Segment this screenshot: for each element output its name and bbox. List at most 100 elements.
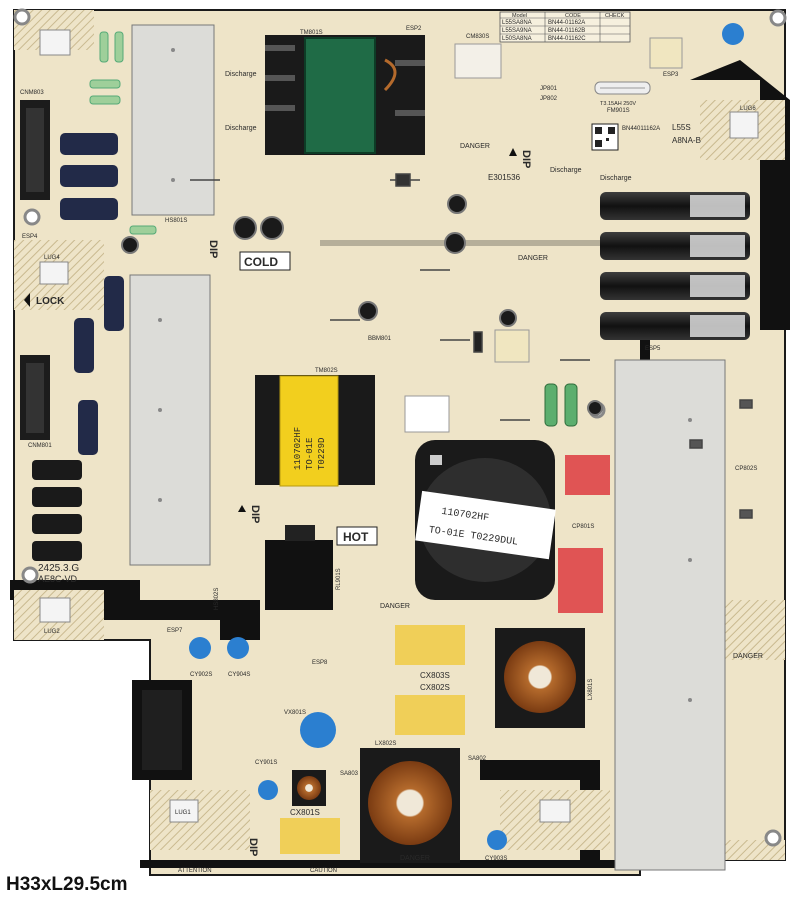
choke-small: [292, 770, 326, 806]
svg-text:ATTENTION: ATTENTION: [178, 868, 212, 874]
danger-labels: DANGER DANGER DANGER DANGER DANGER: [380, 143, 763, 862]
discharge-labels: Discharge Discharge Discharge Discharge: [225, 71, 632, 182]
svg-text:ESP7: ESP7: [167, 628, 183, 634]
svg-text:CHECK: CHECK: [605, 13, 625, 19]
lock-marker: LOCK: [24, 293, 65, 307]
svg-text:Discharge: Discharge: [600, 175, 632, 182]
svg-text:BN44-01162C: BN44-01162C: [548, 36, 586, 42]
svg-text:LUG6: LUG6: [740, 106, 756, 112]
model-code-table: Model CODE CHECK L55SA8NA BN44-01162A L5…: [499, 11, 631, 43]
svg-text:COLD: COLD: [244, 255, 278, 269]
ac-input-connector: [132, 680, 192, 780]
svg-text:L55SA9NA: L55SA9NA: [502, 28, 532, 34]
svg-text:DANGER: DANGER: [380, 603, 410, 610]
dip-label-top: DIP: [509, 148, 532, 168]
svg-text:Discharge: Discharge: [550, 167, 582, 174]
svg-text:Model: Model: [512, 13, 527, 19]
dip-label-center: DIP: [238, 505, 261, 523]
svg-text:FM901S: FM901S: [607, 108, 630, 114]
svg-text:BN44011162A: BN44011162A: [622, 126, 660, 132]
svg-text:CM830S: CM830S: [466, 34, 489, 40]
svg-text:T3.15AH 250V: T3.15AH 250V: [600, 101, 636, 107]
svg-text:ESP8: ESP8: [312, 660, 328, 666]
transformer-tm802s: 110702HF TO-01E T0229D: [255, 375, 375, 487]
svg-text:DIP: DIP: [207, 240, 219, 258]
svg-text:TM802S: TM802S: [315, 368, 338, 374]
svg-text:CY904S: CY904S: [228, 672, 250, 678]
svg-text:E301536: E301536: [488, 173, 521, 182]
svg-text:LOCK: LOCK: [36, 296, 65, 307]
heatsink-top-left: [131, 24, 215, 216]
blue-electrolytic-caps-left: [60, 133, 124, 455]
svg-text:CP801S: CP801S: [572, 524, 594, 530]
svg-text:CY903S: CY903S: [485, 856, 507, 862]
connector-cnm801: [20, 355, 50, 440]
svg-text:A8NA-B: A8NA-B: [672, 136, 701, 145]
silkscreen-text: 2425.3.G AE8C-VD E301536 BN44011162A L55…: [38, 101, 701, 874]
small-electrolytic-caps: [121, 194, 603, 416]
dimension-caption: H33xL29.5cm: [6, 874, 128, 895]
svg-text:BN44-01162B: BN44-01162B: [548, 28, 585, 34]
svg-text:ESP5: ESP5: [645, 346, 661, 352]
svg-text:TO-01E: TO-01E: [305, 438, 315, 470]
dip-label-bottom: DIP: [247, 838, 259, 856]
transformer-tm801s: [265, 35, 425, 155]
svg-text:JP801: JP801: [540, 86, 558, 92]
svg-text:ESP4: ESP4: [22, 234, 38, 240]
svg-text:DANGER: DANGER: [460, 143, 490, 150]
black-electrolytic-caps-left: [32, 460, 82, 561]
svg-text:TM801S: TM801S: [300, 30, 323, 36]
qr-code-label: [591, 123, 619, 151]
svg-text:LUG2: LUG2: [44, 629, 60, 635]
red-capacitors: [558, 455, 610, 613]
svg-text:DIP: DIP: [520, 150, 532, 168]
svg-text:CP802S: CP802S: [735, 466, 757, 472]
svg-text:CODE: CODE: [565, 13, 581, 19]
heatsink-right: [614, 359, 726, 871]
svg-text:LX802S: LX802S: [375, 741, 396, 747]
svg-text:DANGER: DANGER: [400, 855, 430, 862]
dip-label-left: DIP: [207, 240, 219, 258]
svg-text:ESP3: ESP3: [663, 72, 679, 78]
svg-text:CX803S: CX803S: [420, 671, 450, 680]
svg-text:HS801S: HS801S: [165, 218, 187, 224]
svg-text:CNM801: CNM801: [28, 443, 52, 449]
svg-text:110702HF: 110702HF: [293, 427, 303, 470]
svg-text:VX801S: VX801S: [284, 710, 306, 716]
green-inductors: [544, 383, 578, 427]
svg-text:CY901S: CY901S: [255, 760, 277, 766]
svg-text:LX801S: LX801S: [588, 679, 594, 700]
choke-lx802s: [360, 748, 460, 863]
relay-rl901s: [265, 525, 333, 610]
connector-cnm803: [20, 100, 50, 200]
svg-text:L55S: L55S: [672, 123, 691, 132]
cold-marker: COLD: [239, 251, 291, 271]
hot-marker: HOT: [336, 526, 378, 546]
svg-text:LUG4: LUG4: [44, 255, 60, 261]
small-components: [190, 173, 753, 519]
svg-text:LUG1: LUG1: [175, 810, 191, 816]
svg-text:CY902S: CY902S: [190, 672, 212, 678]
svg-text:HS802S: HS802S: [214, 588, 220, 610]
blue-y-capacitors: [189, 23, 744, 850]
svg-text:HOT: HOT: [343, 530, 369, 544]
film-capacitors: [39, 29, 759, 823]
svg-text:DIP: DIP: [247, 838, 259, 856]
heatsink-left: [129, 274, 211, 566]
svg-text:T0229D: T0229D: [317, 438, 327, 470]
svg-text:ESP2: ESP2: [406, 26, 422, 32]
reference-designators: TM801S TM802S HS801S HS802S LX802S LX801…: [20, 26, 757, 862]
svg-text:DANGER: DANGER: [733, 653, 763, 660]
svg-text:L55SA8NA: L55SA8NA: [502, 20, 532, 26]
svg-text:SA802: SA802: [468, 756, 487, 762]
svg-text:Discharge: Discharge: [225, 125, 257, 132]
bulk-capacitors-right: [600, 192, 750, 340]
transformer-pfc-large: 110702HF TO-01E T0229DUL: [415, 440, 556, 600]
yellow-x-capacitors: CX803S CX802S CX801S: [280, 625, 465, 854]
svg-text:JP802: JP802: [540, 96, 558, 102]
svg-text:AE8C-VD: AE8C-VD: [38, 574, 78, 584]
fuse-fm901s: [594, 81, 651, 95]
axial-resistors: [89, 31, 157, 235]
svg-text:DANGER: DANGER: [518, 255, 548, 262]
